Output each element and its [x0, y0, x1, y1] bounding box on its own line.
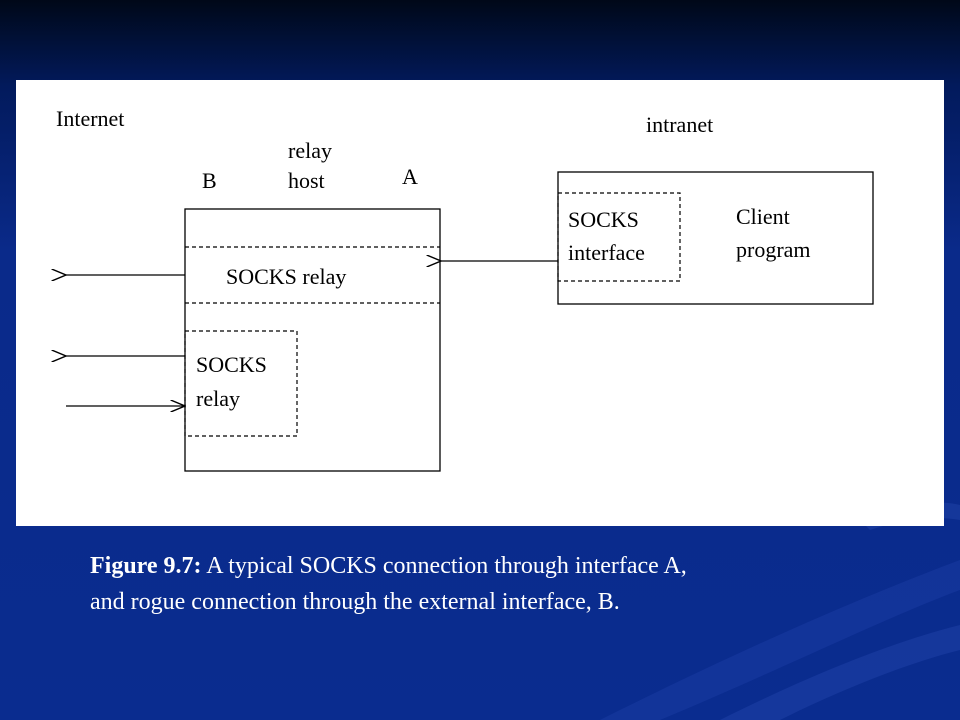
socks-interface-label-line2: interface	[568, 240, 645, 265]
interface-a-label: A	[402, 164, 418, 189]
figure-caption: Figure 9.7: A typical SOCKS connection t…	[90, 548, 910, 620]
socks-diagram: Internet intranet relay host B A SOCKS r…	[16, 106, 874, 472]
rogue-socks-relay-label-line2: relay	[196, 386, 240, 411]
client-program-box	[557, 171, 874, 305]
figure-label: Figure 9.7:	[90, 553, 202, 579]
diagram-panel: Internet intranet relay host B A SOCKS r…	[16, 80, 944, 526]
caption-text-1: A typical SOCKS connection through inter…	[201, 553, 687, 579]
socks-relay-main-label: SOCKS relay	[226, 264, 346, 289]
interface-b-label: B	[202, 168, 217, 193]
caption-line-1: Figure 9.7: A typical SOCKS connection t…	[90, 548, 910, 584]
socks-interface-label-line1: SOCKS	[568, 207, 639, 232]
rogue-socks-relay-box	[184, 330, 298, 437]
client-program-label-line1: Client	[736, 204, 790, 229]
relay-host-box	[184, 208, 441, 472]
rogue-socks-relay-label-line1: SOCKS	[196, 352, 267, 377]
relay-host-label-line1: relay	[288, 138, 332, 163]
intranet-label: intranet	[646, 112, 713, 137]
internet-label: Internet	[56, 106, 124, 131]
caption-line-2: and rogue connection through the externa…	[90, 589, 620, 615]
relay-host-label-line2: host	[288, 168, 325, 193]
client-program-label-line2: program	[736, 237, 811, 262]
